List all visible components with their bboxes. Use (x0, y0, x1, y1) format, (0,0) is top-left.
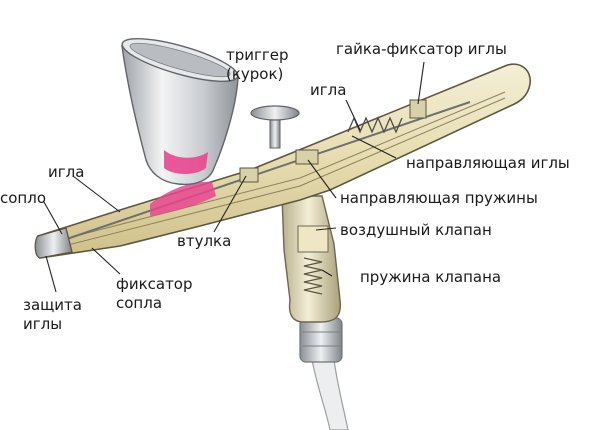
label-needle-guard-line1: защита (23, 296, 82, 314)
label-nozzle-lock-line1: фиксатор (116, 275, 193, 293)
label-needle-lock-nut: гайка-фиксатор иглы (336, 40, 507, 58)
label-needle-left: игла (48, 163, 85, 181)
label-trigger-line1: триггер (226, 46, 289, 64)
label-nozzle: сопло (0, 189, 46, 207)
label-nozzle-lock: фиксатор сопла (116, 275, 193, 313)
trigger-stem (269, 117, 281, 149)
label-needle-guard-line2: иглы (23, 315, 63, 333)
needle-lock-nut-drawing (409, 99, 427, 119)
hose-fitting (299, 317, 343, 363)
nozzle-cap-drawing (34, 227, 73, 259)
label-trigger-line2: (курок) (226, 65, 284, 83)
needle-drawing (51, 101, 471, 245)
label-trigger: триггер (курок) (226, 46, 289, 84)
label-air-valve: воздушный клапан (340, 221, 492, 239)
label-valve-spring: пружина клапана (360, 268, 502, 286)
air-hose (311, 359, 349, 430)
paint-pool (150, 181, 216, 216)
label-nozzle-lock-line2: сопла (116, 294, 163, 312)
label-spring-guide: направляющая пружины (340, 189, 538, 207)
valve-spring-drawing (303, 257, 323, 295)
needle-spring (347, 116, 403, 134)
label-bushing: втулка (177, 232, 232, 250)
label-needle-guard: защита иглы (23, 296, 82, 334)
label-needle-guide: направляющая иглы (406, 154, 570, 172)
trigger-button (250, 105, 300, 121)
leader-lines (43, 61, 425, 293)
label-needle-top: игла (310, 81, 347, 99)
